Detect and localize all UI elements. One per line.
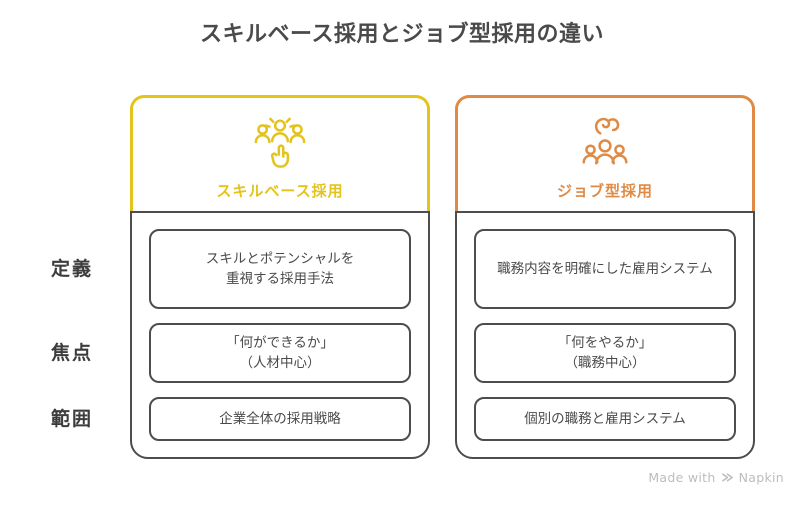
brand-text: Napkin <box>738 470 784 485</box>
snap-hand-people-icon <box>582 117 628 165</box>
column-skill-based-hiring: スキルベース採用 スキルとポテンシャルを 重視する採用手法 「何ができるか」 （… <box>130 95 430 459</box>
job-type-header-label: ジョブ型採用 <box>556 181 653 200</box>
column-job-type-hiring: ジョブ型採用 職務内容を明確にした雇用システム 「何をやるか」 （職務中心） 個… <box>455 95 755 459</box>
cell-text-line: 「何ができるか」 <box>226 334 334 351</box>
cell-definition-skill-based: スキルとポテンシャルを 重視する採用手法 <box>149 229 411 309</box>
cell-text-line: （職務中心） <box>564 355 646 371</box>
job-type-body: 職務内容を明確にした雇用システム 「何をやるか」 （職務中心） 個別の職務と雇用… <box>455 211 755 459</box>
made-with-text: Made with <box>648 470 716 485</box>
cell-text-line: 職務内容を明確にした雇用システム <box>497 260 713 277</box>
cell-text-line: スキルとポテンシャルを <box>205 250 355 267</box>
job-type-header: ジョブ型採用 <box>455 95 755 211</box>
cell-text-line: 個別の職務と雇用システム <box>524 410 686 427</box>
cell-scope-job-type: 個別の職務と雇用システム <box>474 397 736 441</box>
cell-text-line: （人材中心） <box>239 355 321 371</box>
row-label-definition: 定義 <box>50 257 93 280</box>
cell-focus-job-type: 「何をやるか」 （職務中心） <box>474 323 736 383</box>
cell-scope-skill-based: 企業全体の採用戦略 <box>149 397 411 441</box>
skill-based-header-label: スキルベース採用 <box>216 181 344 200</box>
napkin-logo-icon <box>721 473 733 482</box>
napkin-credit: Made with Napkin <box>648 470 784 485</box>
cell-text-line: 重視する採用手法 <box>226 271 334 287</box>
cell-focus-skill-based: 「何ができるか」 （人材中心） <box>149 323 411 383</box>
skill-based-header: スキルベース採用 <box>130 95 430 211</box>
cell-definition-job-type: 職務内容を明確にした雇用システム <box>474 229 736 309</box>
row-label-scope: 範囲 <box>50 407 93 430</box>
people-select-hand-icon <box>254 117 306 168</box>
row-label-focus: 焦点 <box>50 341 93 364</box>
page-title: スキルベース採用とジョブ型採用の違い <box>200 22 604 47</box>
cell-text-line: 「何をやるか」 <box>557 334 653 351</box>
cell-text-line: 企業全体の採用戦略 <box>219 410 341 427</box>
skill-based-body: スキルとポテンシャルを 重視する採用手法 「何ができるか」 （人材中心） 企業全… <box>130 211 430 459</box>
